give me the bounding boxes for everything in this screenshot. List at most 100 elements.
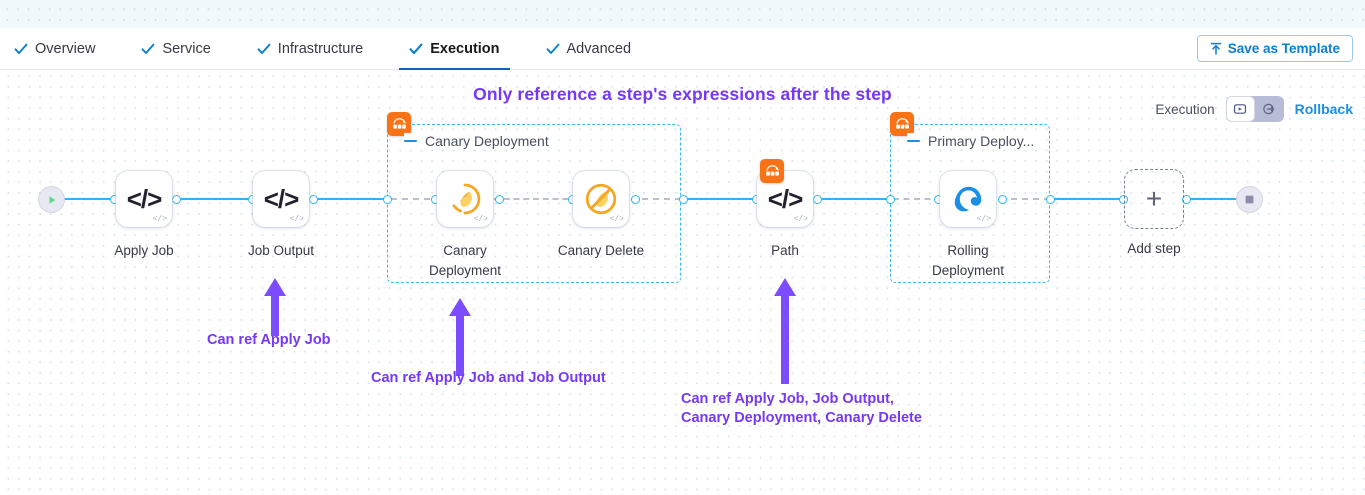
top-dotted-strip	[0, 0, 1365, 28]
group-title-row[interactable]: Canary Deployment	[404, 133, 553, 149]
code-icon-small: </>	[609, 215, 624, 224]
code-icon-small: </>	[793, 215, 808, 224]
step-group-icon	[760, 159, 784, 183]
edge-canarygroup-path	[682, 198, 758, 200]
code-icon-small: </>	[976, 215, 991, 224]
port[interactable]	[631, 195, 640, 204]
group-canary-deployment[interactable]: Canary Deployment	[387, 112, 681, 283]
collapse-icon[interactable]	[907, 139, 920, 143]
edge-applyjob-joboutput	[170, 198, 256, 200]
upload-icon	[1210, 42, 1222, 55]
execution-rollback-toggle[interactable]	[1225, 96, 1284, 122]
collapse-icon[interactable]	[404, 139, 417, 143]
step-label-apply-job: Apply Job	[114, 243, 174, 258]
stage-tabs: Overview Service Infrastructure Executio…	[14, 28, 677, 71]
step-group-icon	[890, 112, 914, 136]
step-group-icon	[387, 112, 411, 136]
play-icon	[48, 195, 55, 204]
check-icon	[409, 42, 423, 56]
step-node-job-output[interactable]: </> </>	[253, 171, 309, 227]
edge-start-applyjob	[62, 198, 116, 200]
step-label-path: Path	[771, 243, 799, 258]
canary-delete-icon	[585, 183, 617, 215]
tab-execution[interactable]: Execution	[399, 28, 519, 71]
plus-icon: +	[1145, 183, 1163, 214]
port[interactable]	[172, 195, 181, 204]
step-label-rolling-deployment: Rolling Deployment	[931, 243, 1005, 279]
step-node-canary-deployment[interactable]: </>	[437, 171, 493, 227]
annotation-arrow-apply-job	[264, 278, 286, 336]
headline-annotation: Only reference a step's expressions afte…	[473, 84, 892, 104]
check-icon	[141, 42, 155, 56]
tab-advanced[interactable]: Advanced	[546, 28, 652, 70]
check-icon	[257, 42, 271, 56]
step-label-job-output: Job Output	[247, 243, 315, 258]
edge-joboutput-canarygroup	[308, 198, 390, 200]
save-as-template-button[interactable]: Save as Template	[1196, 35, 1353, 62]
code-icon-small: </>	[473, 215, 488, 224]
step-node-rolling-deployment[interactable]: </>	[940, 171, 996, 227]
tab-label: Overview	[35, 41, 96, 57]
end-node[interactable]	[1236, 186, 1263, 213]
tab-label: Infrastructure	[277, 41, 364, 57]
add-step-button[interactable]: +	[1124, 169, 1184, 229]
add-step-label: Add step	[1127, 241, 1181, 256]
group-title-row[interactable]: Primary Deploy...	[907, 133, 1039, 149]
step-node-apply-job[interactable]: </> </>	[116, 171, 172, 227]
edge-canarygroup-in	[391, 198, 441, 200]
code-icon: </>	[767, 184, 804, 214]
group-title: Primary Deploy...	[928, 133, 1035, 149]
stop-icon	[1245, 195, 1254, 204]
edge-primarygroup-addstep	[1051, 198, 1124, 200]
port[interactable]	[1182, 195, 1191, 204]
check-icon	[14, 42, 28, 56]
tab-label: Execution	[430, 41, 500, 57]
step-label-canary-delete: Canary Delete	[557, 243, 645, 258]
annotation-apply-job: Can ref Apply Job	[207, 332, 331, 348]
port[interactable]	[998, 195, 1007, 204]
port[interactable]	[1046, 195, 1055, 204]
save-as-template-label: Save as Template	[1227, 41, 1340, 56]
port[interactable]	[383, 195, 392, 204]
start-node[interactable]	[38, 186, 65, 213]
port[interactable]	[813, 195, 822, 204]
stage-tab-bar: Overview Service Infrastructure Executio…	[0, 28, 1365, 71]
code-icon: </>	[263, 184, 300, 214]
tab-service[interactable]: Service	[141, 28, 230, 70]
code-icon: </>	[126, 184, 163, 214]
annotation-arrow-canary	[449, 298, 471, 376]
edge-canary-canarydelete	[494, 198, 578, 200]
port[interactable]	[495, 195, 504, 204]
edge-canarydelete-groupout	[631, 198, 681, 200]
check-icon	[546, 42, 560, 56]
annotation-path-line1: Can ref Apply Job, Job Output,	[681, 391, 894, 407]
edge-rolling-groupout	[1000, 198, 1050, 200]
group-title: Canary Deployment	[425, 133, 549, 149]
rollback-view-icon[interactable]	[1255, 96, 1284, 122]
group-primary-deployment[interactable]: Primary Deploy...	[890, 112, 1050, 283]
pipeline-canvas[interactable]: Only reference a step's expressions afte…	[0, 70, 1365, 495]
edge-addstep-end	[1185, 198, 1241, 200]
step-node-path[interactable]: </> </>	[757, 159, 813, 227]
tab-label: Service	[162, 41, 211, 57]
code-icon-small: </>	[152, 215, 167, 224]
step-label-canary-deployment: Canary Deployment	[428, 243, 502, 279]
tab-overview[interactable]: Overview	[14, 28, 115, 70]
execution-rollback-controls: Execution Rollback	[1155, 96, 1353, 122]
step-node-canary-delete[interactable]: </>	[573, 171, 629, 227]
execution-view-icon[interactable]	[1225, 96, 1255, 122]
tab-infrastructure[interactable]: Infrastructure	[257, 28, 383, 70]
edge-primarygroup-in	[893, 198, 941, 200]
annotation-arrow-path	[774, 278, 796, 384]
port[interactable]	[1119, 195, 1128, 204]
rolling-deployment-icon	[954, 186, 981, 211]
port[interactable]	[309, 195, 318, 204]
annotation-path-line2: Canary Deployment, Canary Delete	[681, 410, 922, 426]
tab-label: Advanced	[566, 41, 632, 57]
port[interactable]	[886, 195, 895, 204]
pipeline-row: Canary Deployment Primary Deploy..	[0, 70, 1365, 495]
rollback-link[interactable]: Rollback	[1294, 101, 1353, 117]
code-icon-small: </>	[289, 215, 304, 224]
port[interactable]	[679, 195, 688, 204]
